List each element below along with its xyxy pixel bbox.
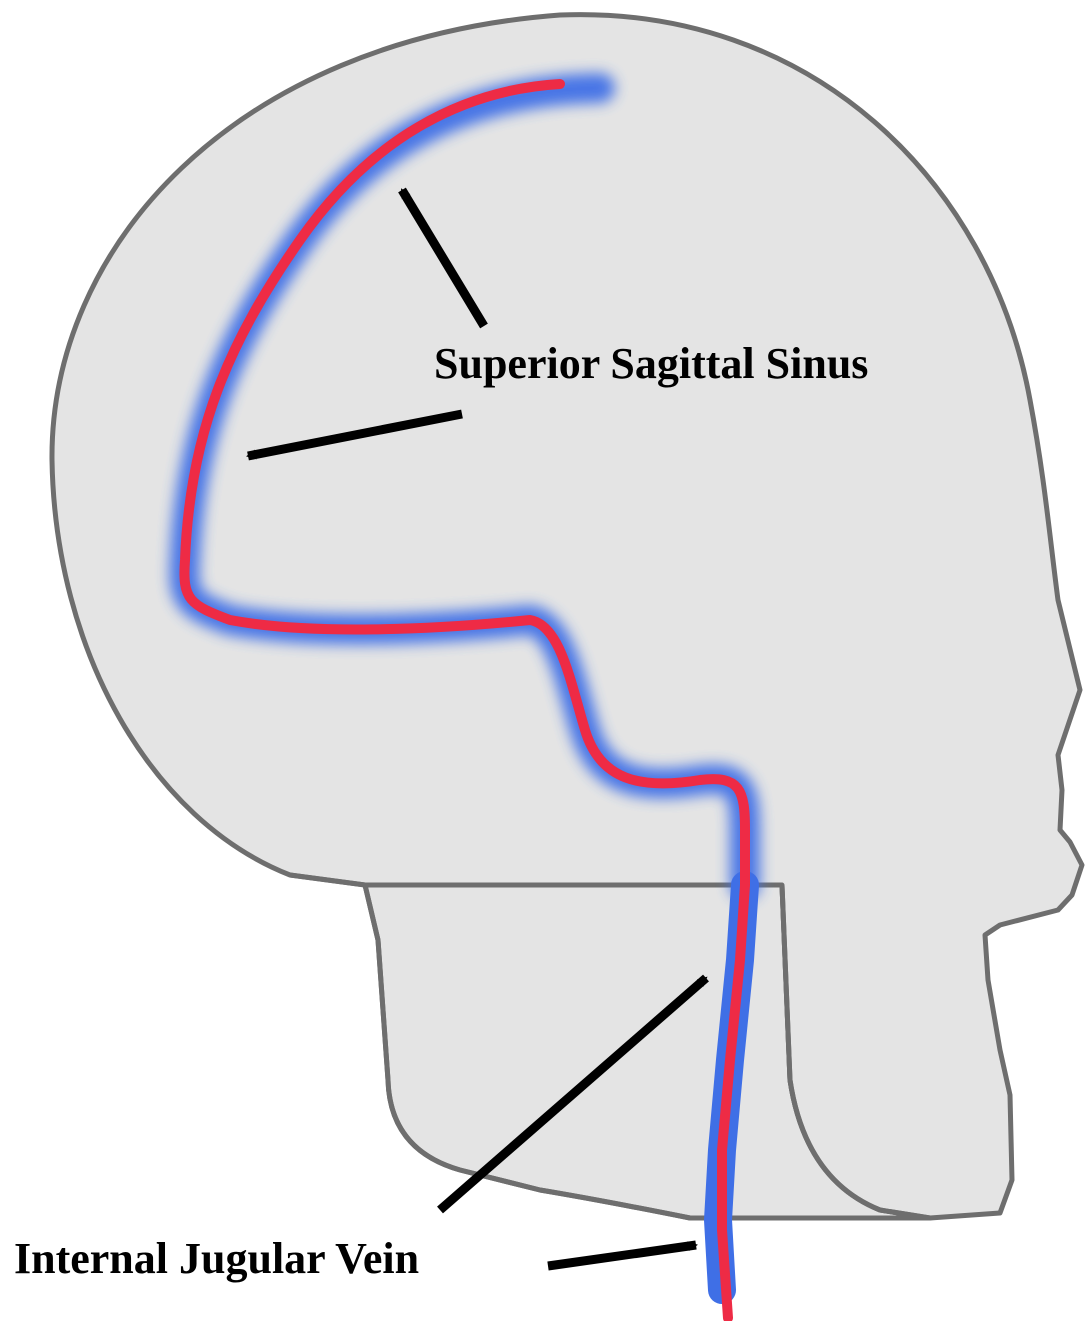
internal-jugular-vein-label: Internal Jugular Vein [14, 1237, 419, 1281]
superior-sagittal-sinus-label: Superior Sagittal Sinus [434, 342, 868, 386]
arrow-ijv-right [548, 1245, 696, 1266]
